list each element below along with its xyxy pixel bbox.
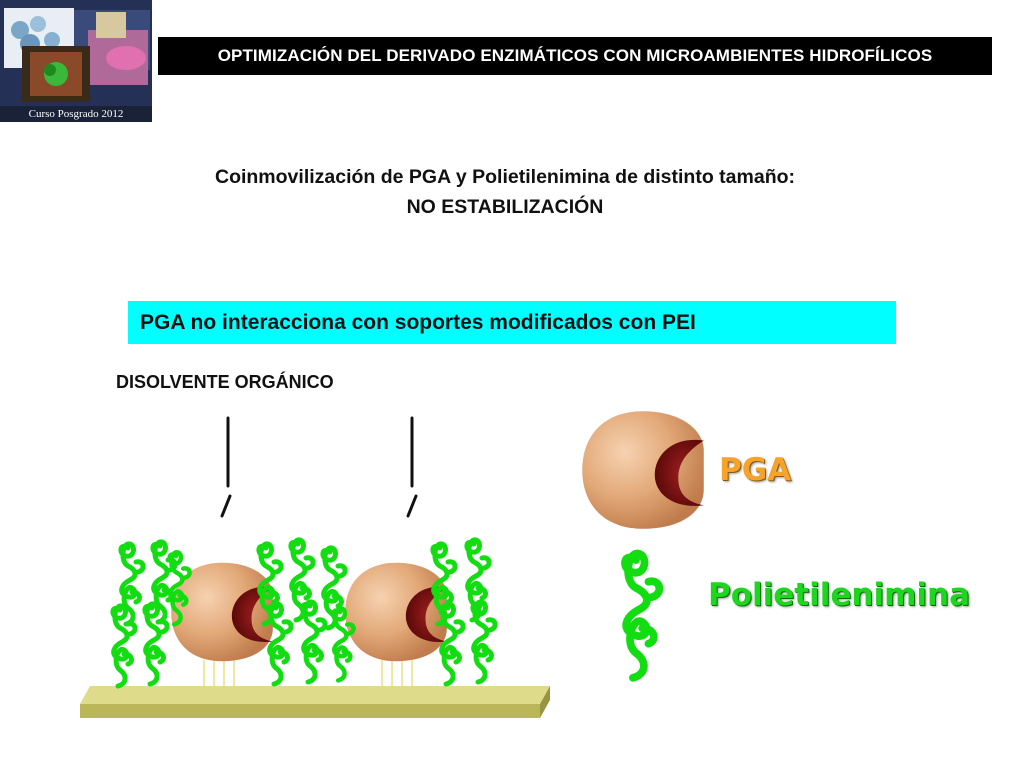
- pei-cluster-right: [433, 540, 495, 684]
- callout-box: PGA no interacciona con soportes modific…: [128, 301, 896, 344]
- logo-caption: Curso Posgrado 2012: [0, 106, 152, 122]
- legend-pei-label: Polietilenimina: [708, 577, 971, 613]
- subtitle-line-2: NO ESTABILIZACIÓN: [406, 196, 604, 218]
- header-bar: OPTIMIZACIÓN DEL DERIVADO ENZIMÁTICOS CO…: [158, 37, 992, 75]
- pei-cluster-middle: [259, 540, 354, 684]
- pei-cluster-left: [113, 542, 190, 686]
- solvent-arrow-left: [220, 416, 232, 518]
- callout-text: PGA no interacciona con soportes modific…: [140, 310, 696, 334]
- legend-pga-symbol: [582, 411, 704, 529]
- slide-subtitle: Coinmovilización de PGA y Polietilenimin…: [100, 162, 910, 222]
- subtitle-line-1: Coinmovilización de PGA y Polietilenimin…: [214, 166, 796, 188]
- legend-pei-symbol: [625, 554, 659, 678]
- legend-pga-label: PGA: [719, 452, 792, 488]
- support-slab: [80, 686, 550, 718]
- linkers-right: [381, 660, 413, 686]
- slide-title: OPTIMIZACIÓN DEL DERIVADO ENZIMÁTICOS CO…: [217, 46, 933, 65]
- logo-collage-image: [0, 0, 152, 122]
- linkers-left: [203, 660, 235, 686]
- solvent-label: DISOLVENTE ORGÁNICO: [116, 372, 334, 392]
- solvent-arrow-right: [406, 416, 418, 518]
- pga-molecule-right: [345, 562, 447, 662]
- course-logo: Curso Posgrado 2012: [0, 0, 152, 122]
